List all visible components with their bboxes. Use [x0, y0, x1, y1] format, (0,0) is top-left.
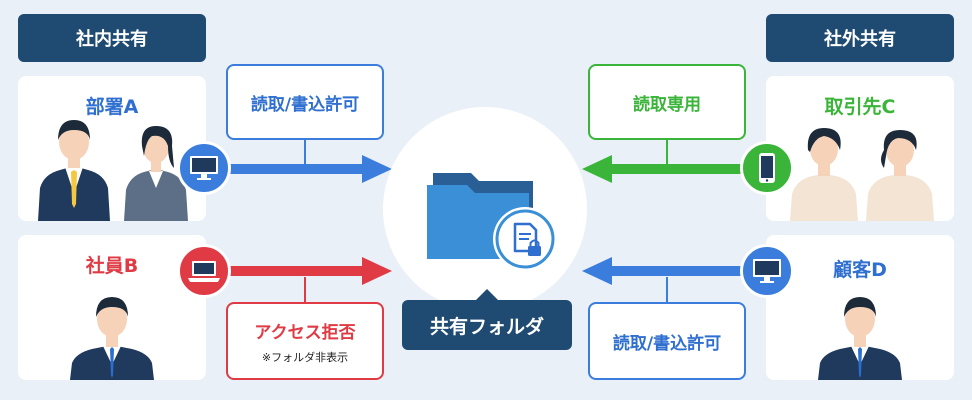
person-illustration-employee-b [70, 297, 154, 380]
permission-label-customer-d: 読取/書込許可 [612, 333, 722, 354]
permission-box-partner-c: 読取専用 [588, 64, 746, 140]
card-title-partner-c: 取引先C [824, 96, 896, 118]
device-badge-employee-b [177, 244, 231, 298]
card-title-dept-a: 部署A [85, 96, 139, 118]
card-title-employee-b: 社員B [85, 255, 139, 277]
smartphone-icon [759, 153, 775, 183]
permission-label-employee-b: アクセス拒否 [254, 322, 356, 343]
people-illustration-partner-c [790, 128, 934, 221]
arrowhead-employee-b [362, 257, 392, 285]
arrowhead-customer-d [582, 257, 612, 285]
monitor-icon [753, 259, 781, 283]
permission-box-dept-a: 読取/書込許可 [226, 64, 384, 140]
folder-label-pointer [475, 289, 499, 301]
shared-folder-label: 共有フォルダ [402, 300, 572, 350]
arrow-partner-c [610, 164, 744, 174]
device-badge-customer-d [740, 244, 794, 298]
permission-box-employee-b: アクセス拒否 ※フォルダ非表示 [226, 302, 384, 380]
external-share-header: 社外共有 [766, 14, 954, 62]
card-partner-c: 取引先C [766, 76, 954, 221]
permission-label-dept-a: 読取/書込許可 [250, 94, 360, 115]
permission-note-employee-b: ※フォルダ非表示 [261, 350, 349, 364]
arrow-customer-d [610, 266, 744, 276]
monitor-icon [190, 156, 218, 180]
permission-label-partner-c: 読取専用 [633, 94, 701, 115]
people-illustration-dept-a [38, 120, 188, 221]
device-badge-partner-c [740, 141, 794, 195]
arrow-dept-a [230, 164, 364, 174]
device-badge-dept-a [177, 141, 231, 195]
card-dept-a: 部署A [18, 76, 206, 221]
card-title-customer-d: 顧客D [833, 259, 887, 281]
card-customer-d: 顧客D [766, 235, 954, 380]
permission-box-customer-d: 読取/書込許可 [588, 302, 746, 380]
internal-share-header: 社内共有 [18, 14, 206, 62]
card-employee-b: 社員B [18, 235, 206, 380]
person-illustration-customer-d [818, 297, 902, 380]
laptop-icon [188, 261, 220, 282]
locked-document-icon [493, 207, 557, 271]
arrow-employee-b [230, 266, 364, 276]
shared-folder-circle [383, 107, 587, 311]
arrowhead-dept-a [362, 155, 392, 183]
arrowhead-partner-c [582, 155, 612, 183]
